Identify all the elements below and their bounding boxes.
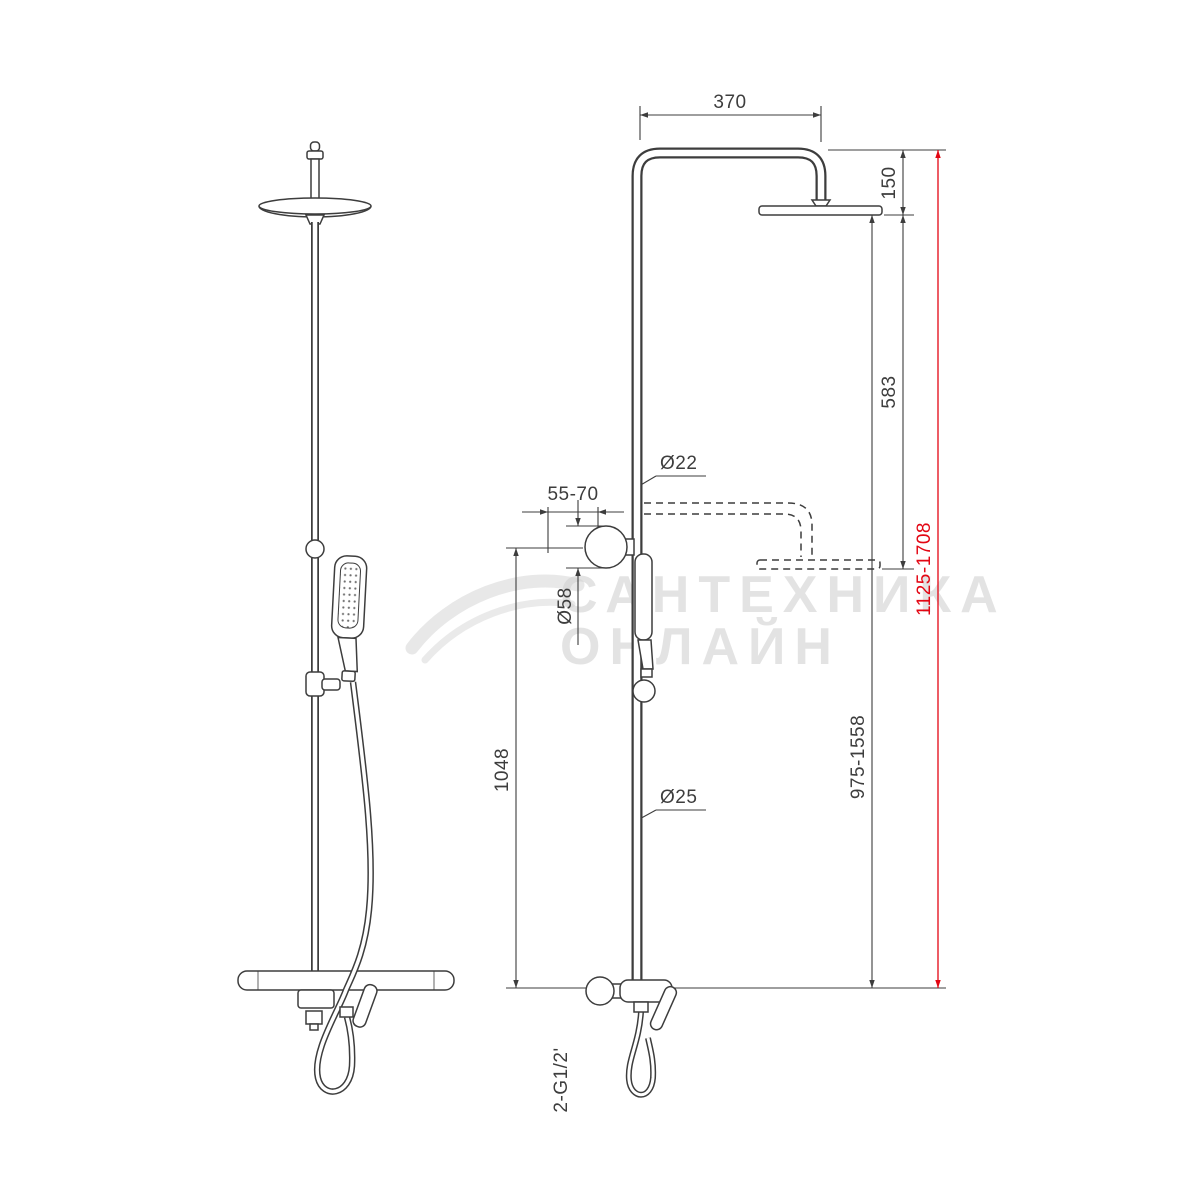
escutcheon-circle <box>584 525 628 569</box>
dim-d58: Ø58 <box>555 500 604 645</box>
dim-d22-label: Ø22 <box>660 453 697 474</box>
dim-d25: Ø25 <box>633 787 706 823</box>
mixer-side <box>585 976 678 1031</box>
dim-1125-1708-label: 1125-1708 <box>914 522 935 616</box>
shower-hose-front <box>313 681 374 1095</box>
watermark-text-2: ОНЛАЙН <box>560 617 841 676</box>
hand-shower-front <box>330 555 368 683</box>
dim-d22: Ø22 <box>633 453 706 490</box>
mixer-lever-front <box>352 983 378 1028</box>
shower-hose-side <box>625 1001 657 1098</box>
overhead-shower-side <box>758 199 883 216</box>
overhead-shower-front <box>258 197 372 225</box>
dashed-arm-position <box>644 502 881 570</box>
hand-shower-side <box>634 553 654 678</box>
dim-975-1558: 975-1558 <box>848 215 875 988</box>
front-view <box>237 141 455 1095</box>
mixer-lever-side <box>649 985 678 1031</box>
side-view <box>584 147 883 1098</box>
hand-shower-holder-front <box>305 671 341 697</box>
dim-1125-1708: 1125-1708 <box>914 150 941 988</box>
dim-583: 583 <box>879 215 914 570</box>
dim-370-label: 370 <box>713 92 746 113</box>
wall-fitting-side <box>584 525 635 569</box>
dim-55-70-label: 55-70 <box>547 484 598 505</box>
watermark-swoosh <box>405 574 585 655</box>
dim-thread: 2-G1/2' <box>551 1047 572 1112</box>
riser-pipe-side <box>631 147 827 987</box>
hand-shower-spray-face <box>337 562 362 629</box>
dim-d25-label: Ø25 <box>660 787 697 808</box>
diverter-knob-front <box>305 539 325 559</box>
dim-1048: 1048 <box>492 547 583 988</box>
top-connector <box>306 141 324 204</box>
dim-150: 150 <box>828 149 946 216</box>
diverter-front <box>305 1010 323 1025</box>
dimension-lines: 370 150 583 Ø22 55-70 <box>492 92 946 1113</box>
mixer-body-front <box>297 989 335 1009</box>
watermark-text-1: САНТЕХНИКА <box>560 566 1007 624</box>
dim-1048-label: 1048 <box>492 748 513 792</box>
dim-975-1558-label: 975-1558 <box>848 715 869 799</box>
dim-d58-label: Ø58 <box>555 587 576 624</box>
dim-thread-label: 2-G1/2' <box>551 1047 572 1112</box>
watermark-swoosh-2 <box>421 598 576 664</box>
dim-370: 370 <box>639 92 822 142</box>
dim-150-label: 150 <box>879 166 900 199</box>
dim-583-label: 583 <box>879 375 900 408</box>
slider-knob-side <box>632 679 656 703</box>
